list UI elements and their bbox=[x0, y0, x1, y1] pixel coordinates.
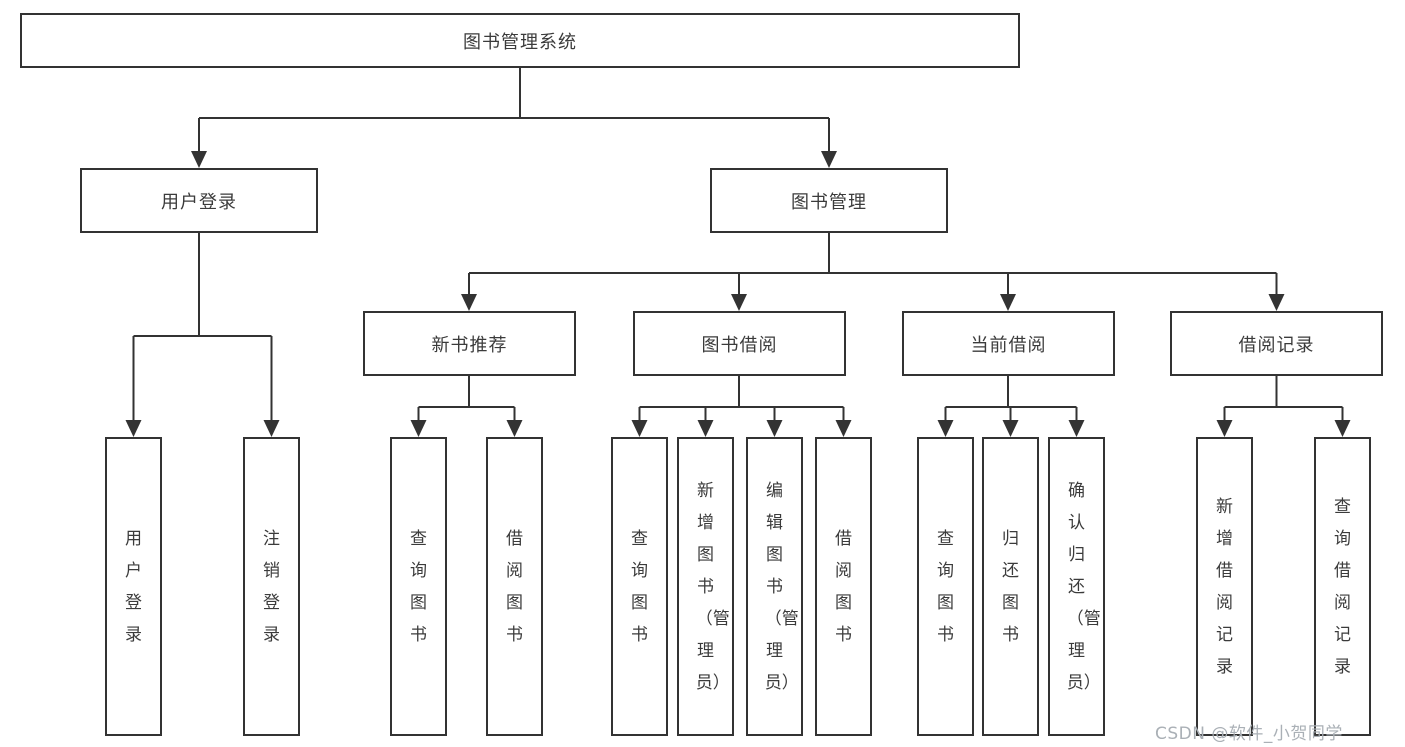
leaf-query-books-current-label: 查询图书 bbox=[936, 528, 954, 645]
csdn-watermark: CSDN @软件_小贺同学 bbox=[1155, 724, 1343, 744]
leaf-query-books-recommend-label: 查询图书 bbox=[409, 528, 427, 645]
leaf-borrow-books: 借阅图书 bbox=[815, 437, 872, 736]
leaf-user-login-label: 用户登录 bbox=[124, 528, 142, 645]
node-book-management: 图书管理 bbox=[710, 168, 948, 233]
leaf-confirm-return-admin-label: 确认归还（管理员） bbox=[1066, 480, 1101, 693]
leaf-logout-label: 注销登录 bbox=[262, 528, 280, 645]
leaf-borrow-books-recommend: 借阅图书 bbox=[486, 437, 543, 736]
node-book-borrowing: 图书借阅 bbox=[633, 311, 846, 376]
leaf-confirm-return-admin: 确认归还（管理员） bbox=[1048, 437, 1105, 736]
leaf-return-books: 归还图书 bbox=[982, 437, 1039, 736]
leaf-add-borrow-record-label: 新增借阅记录 bbox=[1215, 496, 1233, 677]
leaf-query-books-borrowing-label: 查询图书 bbox=[630, 528, 648, 645]
leaf-borrow-books-label: 借阅图书 bbox=[834, 528, 852, 645]
leaf-query-borrow-record-label: 查询借阅记录 bbox=[1333, 496, 1351, 677]
node-user-login: 用户登录 bbox=[80, 168, 318, 233]
node-current-borrowing: 当前借阅 bbox=[902, 311, 1115, 376]
leaf-logout: 注销登录 bbox=[243, 437, 300, 736]
leaf-add-books-admin: 新增图书（管理员） bbox=[677, 437, 734, 736]
leaf-edit-books-admin-label: 编辑图书（管理员） bbox=[764, 480, 799, 693]
node-borrowing-records: 借阅记录 bbox=[1170, 311, 1383, 376]
leaf-user-login: 用户登录 bbox=[105, 437, 162, 736]
leaf-query-books-current: 查询图书 bbox=[917, 437, 974, 736]
leaf-query-books-recommend: 查询图书 bbox=[390, 437, 447, 736]
leaf-edit-books-admin: 编辑图书（管理员） bbox=[746, 437, 803, 736]
leaf-query-books-borrowing: 查询图书 bbox=[611, 437, 668, 736]
leaf-return-books-label: 归还图书 bbox=[1001, 528, 1019, 645]
leaf-add-borrow-record: 新增借阅记录 bbox=[1196, 437, 1253, 736]
leaf-add-books-admin-label: 新增图书（管理员） bbox=[695, 480, 730, 693]
node-new-book-recommend: 新书推荐 bbox=[363, 311, 576, 376]
node-library-system: 图书管理系统 bbox=[20, 13, 1020, 68]
leaf-borrow-books-recommend-label: 借阅图书 bbox=[505, 528, 523, 645]
leaf-query-borrow-record: 查询借阅记录 bbox=[1314, 437, 1371, 736]
